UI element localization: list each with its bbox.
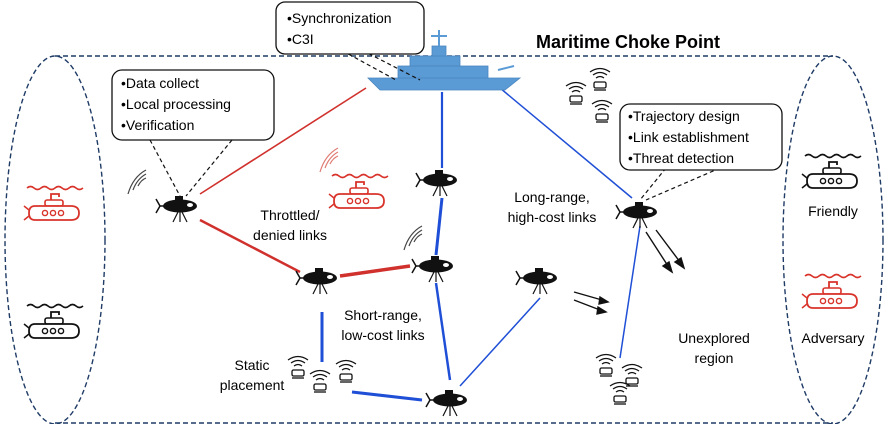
ship-callout-line-1: •Synchronization: [287, 10, 392, 26]
adversary-submarine-icon: [23, 185, 84, 221]
left-callout: •Data collect •Local processing •Verific…: [111, 69, 275, 197]
legend-adversary-submarine-icon: [801, 273, 862, 309]
sensor-node-icon: [589, 67, 611, 91]
legend-friendly-label: Friendly: [808, 203, 858, 219]
ship-to-right-auv-link: [499, 87, 633, 199]
auv-icon: [155, 195, 198, 223]
short-range-label-line-2: low-cost links: [341, 327, 424, 343]
red-links: [199, 87, 411, 278]
motion-arrows: [573, 229, 686, 315]
legend-adversary-label: Adversary: [801, 330, 864, 346]
legend-friendly-submarine-icon: [801, 153, 862, 189]
right-callout: •Trajectory design •Link establishment •…: [619, 103, 783, 201]
right-auv-to-sensors-link: [619, 225, 641, 359]
ship-callout-line-2: •C3I: [287, 31, 314, 47]
right-callout-line-1: •Trajectory design: [628, 108, 740, 124]
long-range-label-line-1: Long-range,: [514, 189, 590, 205]
static-label-line-2: placement: [220, 377, 285, 393]
left-callout-line-3: •Verification: [121, 117, 194, 133]
auv-icon: [515, 267, 558, 295]
short-range-label-line-1: Short-range,: [344, 307, 422, 323]
ship-to-left-auv-link: [199, 87, 367, 195]
right-boundary-ellipse: [782, 55, 884, 424]
left-callout-line-1: •Data collect: [121, 75, 199, 91]
sensor-node-icon: [287, 355, 309, 379]
sensor-node-icon: [565, 81, 587, 105]
sensor-node-icon: [591, 99, 613, 123]
static-label-line-1: Static: [234, 357, 269, 373]
unexplored-label-line-1: Unexplored: [678, 330, 750, 346]
signal-arcs: [127, 147, 423, 251]
sensor-node-icon: [595, 353, 617, 377]
unexplored-label-line-2: region: [695, 350, 734, 366]
legend: Friendly Adversary: [801, 153, 865, 346]
throttled-label-line-1: Throttled/: [260, 207, 319, 223]
left-boundary-ellipse: [4, 55, 106, 424]
long-range-label-line-2: high-cost links: [508, 209, 597, 225]
right-callout-line-3: •Threat detection: [628, 150, 734, 166]
throttled-label-line-2: denied links: [253, 227, 327, 243]
auv-icon: [615, 201, 658, 229]
auv-icon: [295, 267, 338, 295]
static-sensors-to-bottom-auv-link: [351, 390, 423, 402]
friendly-submarine-icon: [23, 303, 84, 339]
mid-auv-to-center-auv-link: [339, 264, 411, 278]
sensor-node-icon: [309, 369, 331, 393]
ship-callout: •Synchronization •C3I: [275, 1, 425, 81]
auv-icon: [415, 169, 458, 197]
center-auv-to-bottom-auv-link: [434, 282, 452, 381]
left-callout-line-2: •Local processing: [121, 96, 231, 112]
lower-right-auv-to-bottom-auv-link: [459, 297, 541, 387]
auv-icon: [411, 255, 454, 283]
adversary-submarine-icon: [328, 173, 389, 209]
diagram-title: Maritime Choke Point: [536, 32, 720, 52]
auv-icon: [425, 389, 468, 417]
blue-links: [320, 87, 641, 402]
ship-icon: [367, 30, 522, 91]
top-auv-to-center-auv-link: [434, 197, 444, 256]
left-auv-to-mid-auv-link: [199, 218, 301, 274]
sensor-node-icon: [335, 359, 357, 383]
link-labels: Throttled/ denied links Long-range, high…: [220, 189, 750, 393]
right-callout-line-2: •Link establishment: [628, 129, 749, 145]
